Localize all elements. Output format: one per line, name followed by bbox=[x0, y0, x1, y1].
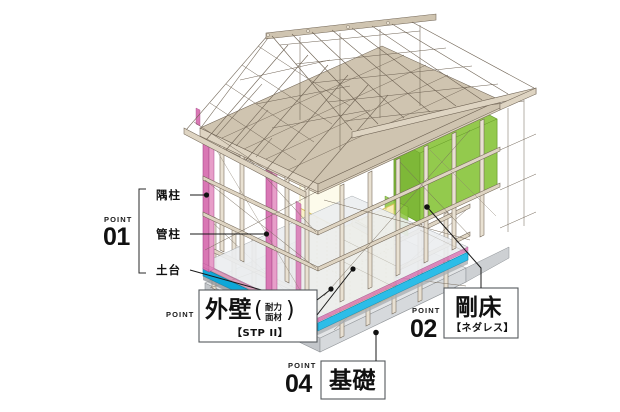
leader-dot-wall-lower bbox=[350, 266, 356, 272]
leader-dot-wall-upper bbox=[328, 286, 334, 292]
foundation-right-wing bbox=[465, 246, 510, 283]
wall-callout-box[interactable] bbox=[198, 289, 318, 343]
wall-paren-open: ( bbox=[254, 298, 263, 323]
leader-dot-corner-post bbox=[203, 192, 210, 198]
leader-dot-foundation bbox=[373, 329, 379, 336]
foundation-callout-box[interactable] bbox=[320, 360, 386, 400]
wall-bracket-label: 【STP II】 bbox=[232, 326, 288, 339]
label-corner-post: 隅柱 bbox=[156, 188, 181, 202]
callout-point-02[interactable]: POINT 02 剛床 【ネダレス】 bbox=[410, 204, 519, 343]
point-01-number: 01 bbox=[103, 223, 130, 251]
wall-sub-line1: 耐力 bbox=[265, 302, 282, 313]
callout-point-wall[interactable]: POINT 外壁 ( 耐力 面材 ) 【STP II】 bbox=[166, 266, 356, 343]
label-intermediate-post: 管柱 bbox=[156, 227, 181, 241]
leader-floor bbox=[427, 207, 482, 288]
leader-dot-intermediate-post bbox=[263, 231, 270, 237]
interior-partition-hints bbox=[343, 229, 471, 289]
floor-main-label: 剛床 bbox=[455, 294, 502, 321]
point-02-word: POINT bbox=[412, 306, 440, 315]
callout-point-01[interactable]: POINT 01 隅柱 管柱 土台 bbox=[103, 188, 281, 298]
leader-dot-floor bbox=[424, 204, 430, 210]
floor-callout-box[interactable] bbox=[443, 287, 519, 339]
callout-point-04[interactable]: POINT 04 基礎 bbox=[285, 329, 386, 400]
label-sill: 土台 bbox=[156, 263, 181, 277]
point-04-word: POINT bbox=[288, 361, 316, 370]
point-wall-word: POINT bbox=[166, 310, 194, 319]
wall-sub-line2: 面材 bbox=[265, 312, 283, 323]
leader-wall-upper bbox=[316, 289, 331, 301]
point-01-bracket bbox=[138, 188, 146, 274]
foundation-main-label: 基礎 bbox=[329, 368, 376, 394]
roof-framing bbox=[183, 13, 537, 199]
right-wing-framing bbox=[499, 87, 537, 232]
wall-paren-close: ) bbox=[286, 298, 295, 323]
point-04-number: 04 bbox=[285, 370, 312, 398]
wall-main-label: 外壁 bbox=[205, 296, 252, 323]
point-01-word: POINT bbox=[104, 215, 132, 224]
leader-wall-lower bbox=[316, 269, 353, 316]
second-floor-beams bbox=[199, 45, 501, 193]
point-02-number: 02 bbox=[410, 315, 437, 343]
floor-bracket-label: 【ネダレス】 bbox=[451, 321, 514, 334]
